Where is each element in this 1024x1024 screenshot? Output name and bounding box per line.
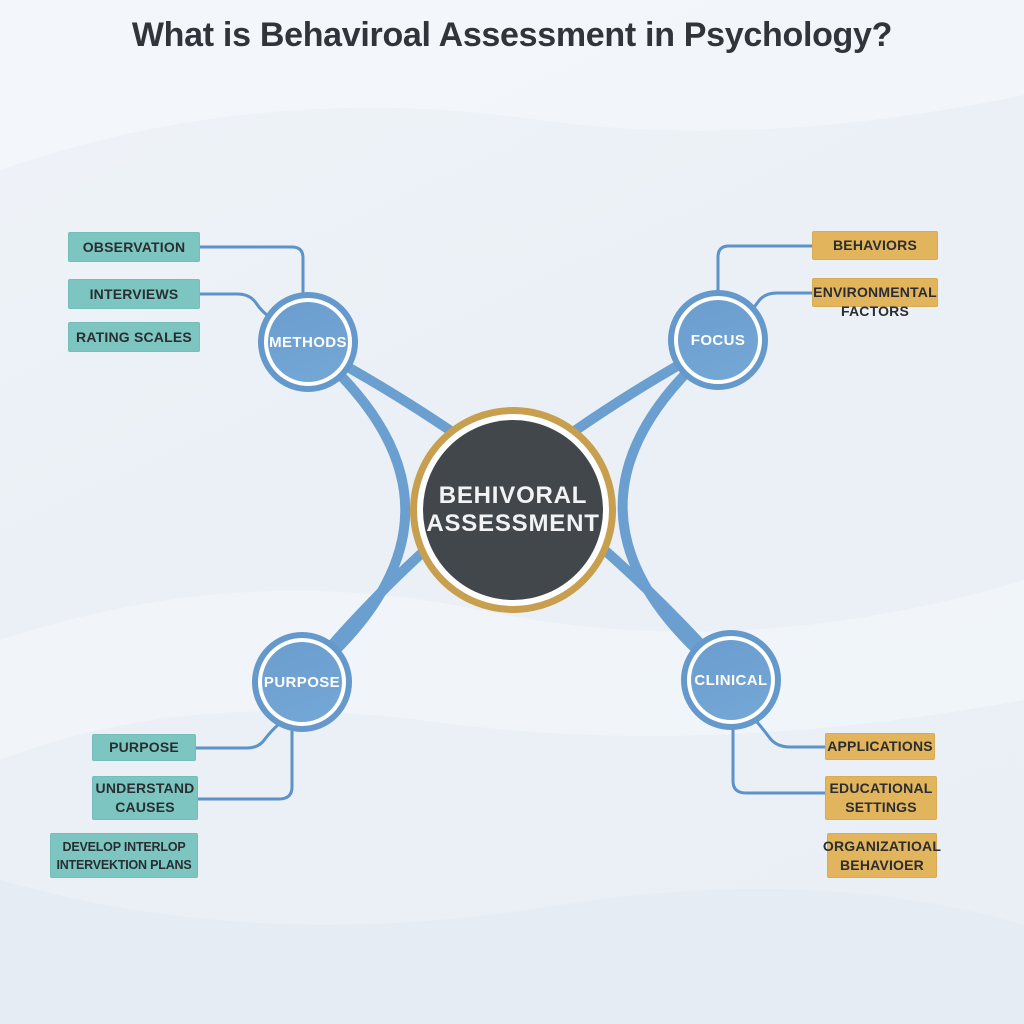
wave-middle	[0, 580, 1024, 760]
label-rating-scales: RATING SCALES	[68, 322, 200, 352]
band-methods-purpose	[298, 340, 411, 685]
page-title: What is Behaviroal Assessment in Psychol…	[131, 16, 893, 54]
label-purpose: PURPOSE	[92, 734, 196, 761]
line-applications-clinical	[755, 720, 827, 749]
label-environmental-factors: ENVIRONMENTAL FACTORS	[812, 278, 938, 319]
center-node-label: BEHIVORAL ASSESSMENT	[423, 420, 603, 600]
node-purpose: PURPOSE	[252, 632, 352, 732]
label-organizational-behavior: ORGANIZATIOAL BEHAVIOER	[823, 833, 941, 878]
node-purpose-label: PURPOSE	[262, 642, 342, 722]
label-observation: OBSERVATION	[68, 232, 200, 262]
node-clinical-label: CLINICAL	[691, 640, 771, 720]
node-methods-label: METHODS	[268, 302, 348, 382]
band-focus-clinical	[617, 338, 736, 685]
wave-bottom	[0, 880, 1024, 1024]
label-understand-causes: UNDERSTAND CAUSES	[92, 776, 198, 820]
line-interviews-methods	[198, 292, 274, 321]
label-develop-intervention-plans: DEVELOP INTERLOP INTERVEKTION PLANS	[50, 833, 198, 878]
node-methods: METHODS	[258, 292, 358, 392]
node-focus: FOCUS	[668, 290, 768, 390]
label-educational-settings: EDUCATIONAL SETTINGS	[825, 776, 937, 820]
node-focus-label: FOCUS	[678, 300, 758, 380]
line-purpose-box-purpose	[194, 722, 281, 750]
line-educational-clinical	[731, 726, 827, 795]
wave-top	[0, 0, 1024, 170]
label-behaviors: BEHAVIORS	[812, 231, 938, 260]
center-node: BEHIVORAL ASSESSMENT	[410, 407, 616, 613]
line-observation-methods	[198, 245, 305, 298]
label-interviews: INTERVIEWS	[68, 279, 200, 309]
label-applications: APPLICATIONS	[825, 733, 935, 760]
node-clinical: CLINICAL	[681, 630, 781, 730]
line-behaviors-focus	[716, 244, 814, 298]
line-understand-purpose	[196, 726, 294, 801]
